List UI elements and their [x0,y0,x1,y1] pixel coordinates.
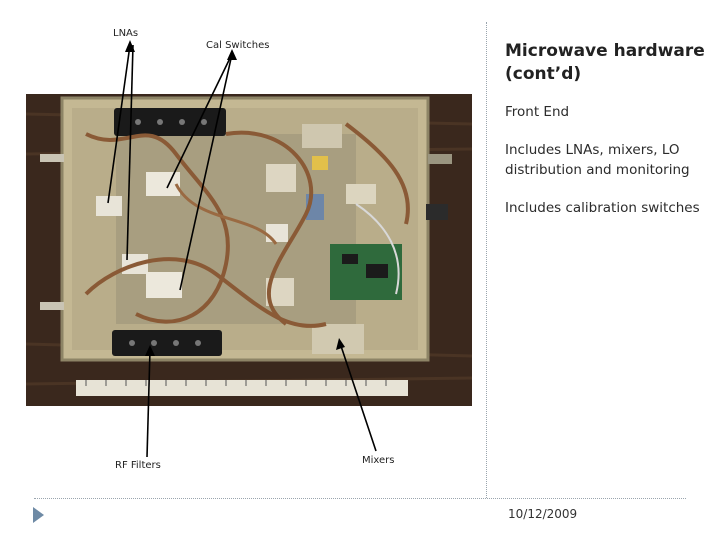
bullet-item: Includes calibration switches [505,200,700,216]
footer-separator [34,498,686,499]
mixers-callout-label: Mixers [362,455,395,466]
rf-filters-callout-label: RF Filters [115,460,161,471]
bullet-list: Front End Includes LNAs, mixers, LO dist… [505,102,710,236]
slide-title: Microwave hardware (cont’d) [505,41,705,84]
front-end-photo-drawing [26,94,472,406]
vertical-separator [486,22,487,498]
bullet-item: Front End [505,104,570,120]
bullet-item: Includes LNAs, mixers, LO distribution a… [505,142,690,178]
cal-switches-callout-label: Cal Switches [206,40,270,51]
front-end-photo [26,94,472,406]
nav-arrow-icon[interactable] [33,507,44,523]
lnas-arrowhead [125,40,135,52]
slide-date: 10/12/2009 [508,507,578,521]
lnas-callout-label: LNAs [113,28,139,39]
